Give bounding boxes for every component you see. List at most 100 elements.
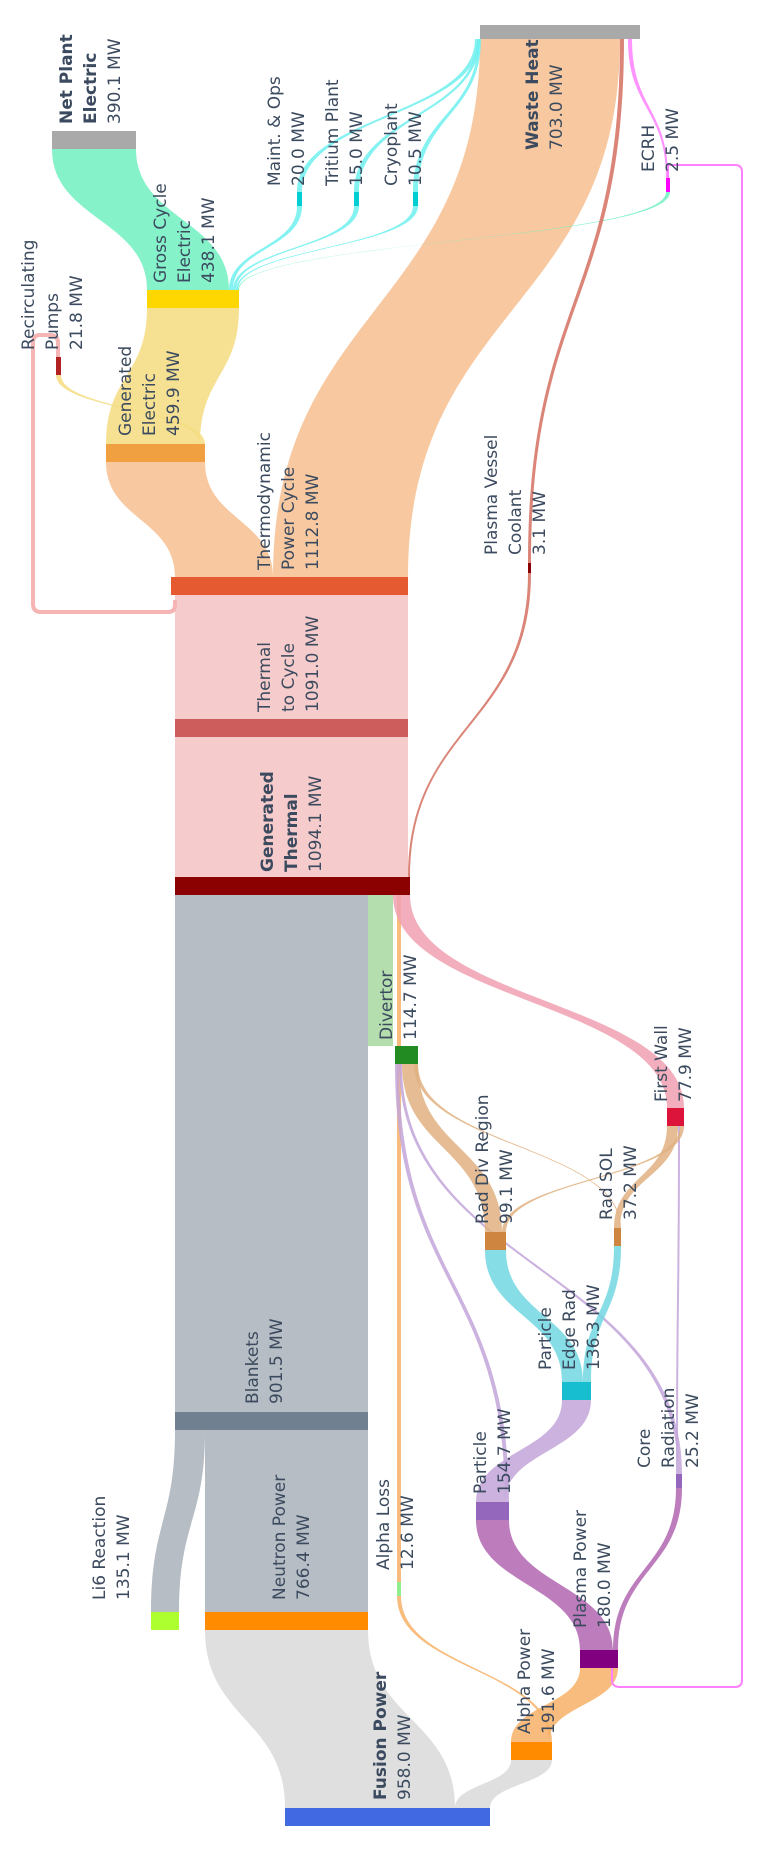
label-coreRad-value: 25.2 MW: [683, 1393, 703, 1468]
label-firstWall-value: 77.9 MW: [676, 1027, 696, 1102]
label-thermo-name: Power Cycle: [279, 467, 299, 570]
flow-radSol-to-divertor: [414, 1064, 621, 1228]
node-maint: [297, 192, 302, 206]
label-ecrh-name: ECRH: [639, 125, 659, 172]
flow-pvCoolant-to-waste: [528, 39, 624, 563]
node-divertor: [395, 1046, 418, 1064]
flow-radDiv-to-divertor: [402, 1064, 502, 1232]
label-neutron-value: 766.4 MW: [294, 1514, 314, 1600]
node-tritium: [354, 192, 359, 206]
label-coreRad-name: Core: [635, 1429, 655, 1468]
node-coreRad: [676, 1474, 682, 1488]
flow-genElec-to-gross: [106, 308, 239, 444]
label-recirc-value: 21.8 MW: [67, 275, 87, 350]
label-maint-value: 20.0 MW: [289, 111, 309, 186]
label-maint-name: Maint. & Ops: [265, 76, 285, 186]
label-pvCoolant-name: Coolant: [506, 489, 526, 555]
node-li6: [151, 1612, 179, 1630]
node-alpha: [511, 1742, 552, 1760]
label-particle-value: 154.7 MW: [495, 1408, 515, 1494]
flow-fusion-to-alpha: [455, 1760, 552, 1808]
label-fusion-name: Fusion Power: [371, 1671, 391, 1800]
label-blankets-name: Blankets: [243, 1331, 263, 1404]
flow-gross-to-maint: [229, 206, 302, 290]
label-edgeRad-name: Edge Rad: [560, 1289, 580, 1370]
node-radDiv: [485, 1232, 506, 1250]
flow-plasma-to-particle: [476, 1520, 613, 1650]
flow-coreRad-to-firstWall: [676, 1126, 680, 1474]
label-net-name: Net Plant: [57, 34, 77, 124]
label-genThermal-name: Generated: [258, 771, 278, 872]
label-thermCycle-value: 1091.0 MW: [303, 615, 323, 712]
label-pvCoolant-value: 3.1 MW: [530, 491, 550, 555]
label-blankets-value: 901.5 MW: [267, 1318, 287, 1404]
flow-ecrh-to-plasma: [611, 164, 743, 1688]
flow-genElec-to-recirc: [56, 375, 205, 444]
node-waste: [480, 25, 640, 39]
node-gross: [147, 290, 239, 308]
flow-gross-to-tritium: [233, 206, 359, 290]
flow-alpha-to-plasma: [511, 1668, 618, 1742]
label-genThermal-value: 1094.1 MW: [306, 775, 326, 872]
node-edgeRad: [562, 1382, 591, 1400]
flow-radSol-to-firstWall: [614, 1126, 678, 1228]
node-fusion: [285, 1808, 490, 1826]
label-alpha-value: 191.6 MW: [539, 1648, 559, 1734]
label-edgeRad-value: 136.3 MW: [584, 1284, 604, 1370]
label-thermo-value: 1112.8 MW: [303, 473, 323, 570]
node-particle: [476, 1502, 509, 1520]
label-particle-name: Particle: [471, 1431, 491, 1494]
node-thermo: [171, 577, 408, 595]
node-radSol: [614, 1228, 621, 1246]
node-thermCycle: [175, 719, 408, 737]
label-cryo-name: Cryoplant: [382, 103, 402, 186]
label-cryo-value: 10.5 MW: [406, 111, 426, 186]
label-gross-name: Electric: [175, 220, 195, 283]
label-neutron-name: Neutron Power: [270, 1475, 290, 1600]
flow-genThermal-to-thermCycle: [175, 737, 408, 877]
node-cryo: [413, 192, 418, 206]
flow-firstWall-to-genThermal: [393, 895, 684, 1108]
label-genElec-name: Generated: [116, 346, 136, 436]
label-divertor-name: Divertor: [377, 971, 397, 1040]
node-neutron: [205, 1612, 368, 1630]
node-net: [52, 131, 136, 149]
label-pvCoolant-name: Plasma Vessel: [482, 435, 502, 555]
label-edgeRad-name: Particle: [536, 1307, 556, 1370]
flow-thermCycle-to-thermo: [175, 595, 408, 719]
flow-edgeRad-to-radSol: [583, 1246, 621, 1382]
label-genElec-name: Electric: [140, 373, 160, 436]
flow-li6-to-blankets: [151, 1430, 205, 1612]
flow-alpha-to-alphaloss: [397, 1596, 552, 1742]
flow-maint-to-waste: [297, 39, 480, 192]
label-net-name: Electric: [81, 53, 101, 124]
label-gross-name: Gross Cycle: [151, 183, 171, 283]
label-radSol-name: Rad SOL: [597, 1148, 617, 1220]
flow-edgeRad-to-radDiv: [485, 1250, 583, 1382]
label-li6-value: 135.1 MW: [114, 1514, 134, 1600]
label-recirc-name: Recirculating: [19, 240, 39, 350]
flow-cryo-to-waste: [413, 39, 481, 192]
label-genThermal-name: Thermal: [282, 793, 302, 872]
flow-gross-to-net: [52, 149, 229, 290]
node-genElec: [106, 444, 205, 462]
label-ecrh-value: 2.5 MW: [663, 108, 683, 172]
